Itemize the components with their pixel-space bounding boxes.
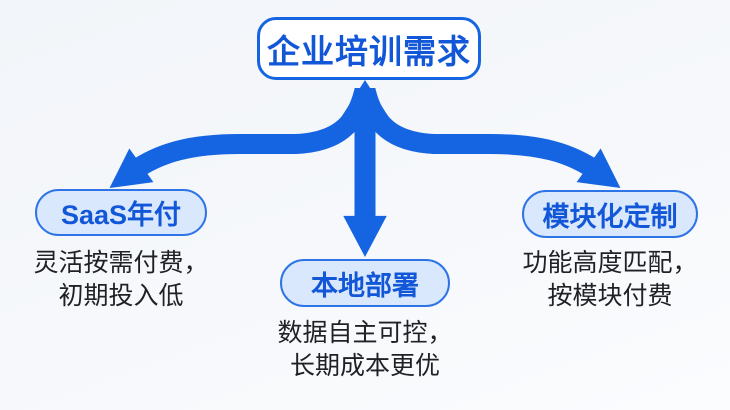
arrow-left-branch [109,89,374,189]
description-line: 初期投入低 [58,282,184,310]
saas-annual-description: 灵活按需付费， 初期投入低 [11,247,231,313]
root-node-label: 企业培训需求 [267,32,471,70]
root-node: 企业培训需求 [257,17,481,80]
description-line: 灵活按需付费， [33,249,209,277]
description-line: 长期成本更优 [289,352,440,380]
node-saas-annual: SaaS年付 [35,189,207,236]
description-line: 数据自主可控， [277,319,453,347]
node-saas-annual-label: SaaS年付 [60,200,182,230]
local-deploy-description: 数据自主可控， 长期成本更优 [255,317,475,383]
node-local-deploy-label: 本地部署 [311,270,419,301]
modular-custom-description: 功能高度匹配， 按模块付费 [500,247,720,313]
arrow-right-branch [356,89,621,189]
node-local-deploy: 本地部署 [280,259,450,307]
node-modular-custom-label: 模块化定制 [542,201,678,232]
node-modular-custom: 模块化定制 [522,190,698,238]
description-line: 按模块付费 [547,282,673,310]
description-line: 功能高度匹配， [522,249,698,277]
